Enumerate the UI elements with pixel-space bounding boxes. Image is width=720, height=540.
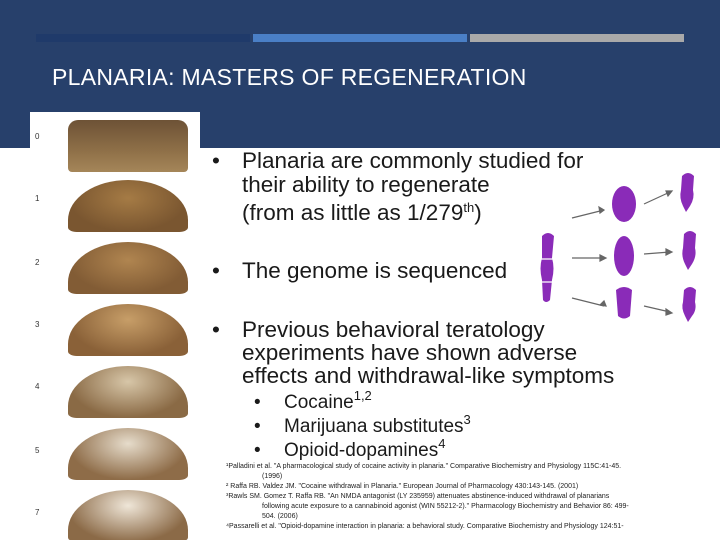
regenerated-worm-icon <box>680 173 694 212</box>
regenerated-worm-icon <box>682 231 696 270</box>
regenerating-tail-icon <box>616 287 632 319</box>
bullet-line: The genome is sequenced <box>242 258 508 283</box>
frame-label: 4 <box>35 382 40 391</box>
frame-0: 0 <box>30 114 200 176</box>
fraction-close: ) <box>474 200 482 225</box>
regeneration-image-strip: 0 1 2 3 4 5 7 <box>30 112 200 540</box>
frame-label: 5 <box>35 446 40 455</box>
reference-3-cont: following acute exposure to a cannabinoi… <box>262 503 629 510</box>
frame-label: 1 <box>35 194 40 203</box>
reference-1-cont: (1996) <box>262 473 283 480</box>
bullet-line: effects and withdrawal-like symptoms <box>242 363 615 388</box>
planarian-cut-icon <box>540 233 554 302</box>
regenerating-trunk-icon <box>614 236 634 276</box>
frame-7: 7 <box>30 486 200 540</box>
frame-5: 5 <box>30 424 200 486</box>
citation-superscript: 4 <box>438 436 446 451</box>
bullet-line: their ability to regenerate <box>242 172 490 197</box>
accent-bar-blue <box>253 34 467 42</box>
sub-bullet-label: Marijuana substitutes <box>284 416 464 437</box>
bullet-line: Previous behavioral teratology <box>242 317 545 342</box>
bullet-line-fraction: (from as little as 1/279th) <box>242 200 482 225</box>
bullet-marker: • <box>212 148 220 173</box>
bullet-marker: • <box>254 440 261 461</box>
citation-superscript: 1,2 <box>353 388 372 403</box>
sub-bullet-label: Opioid-dopamines <box>284 440 439 461</box>
regenerating-head-icon <box>612 186 636 222</box>
reference-3-cont: 504. (2006) <box>262 513 298 520</box>
frame-label: 0 <box>35 132 40 141</box>
planarian-photo <box>68 180 188 232</box>
reference-4: ⁴Passarelli et al. "Opioid-dopamine inte… <box>226 523 624 530</box>
bullet-marker: • <box>212 258 220 283</box>
slide-title: PLANARIA: MASTERS OF REGENERATION <box>52 64 527 90</box>
sub-bullet-text: Cocaine1,2 <box>284 389 372 414</box>
frame-1: 1 <box>30 176 200 238</box>
bullet-marker: • <box>254 392 261 413</box>
reference-3: ³Rawls SM. Gomez T. Raffa RB. "An NMDA a… <box>226 493 610 500</box>
sub-bullet-text: Opioid-dopamines4 <box>284 437 445 462</box>
planarian-photo <box>68 242 188 294</box>
fraction-text: (from as little as 1/279 <box>242 200 464 225</box>
planarian-photo <box>68 490 188 540</box>
bullet-marker: • <box>254 416 261 437</box>
regeneration-diagram <box>540 173 696 322</box>
planarian-photo <box>68 428 188 480</box>
planarian-photo <box>68 304 188 356</box>
bullet-marker: • <box>212 317 220 342</box>
frame-label: 7 <box>35 508 40 517</box>
planarian-photo <box>68 366 188 418</box>
frame-3: 3 <box>30 300 200 362</box>
frame-label: 3 <box>35 320 40 329</box>
accent-bar-gray <box>470 34 684 42</box>
fraction-superscript: th <box>463 200 475 215</box>
bullet-line: Planaria are commonly studied for <box>242 148 584 173</box>
sub-bullet-text: Marijuana substitutes3 <box>284 413 471 438</box>
citation-superscript: 3 <box>463 412 471 427</box>
frame-4: 4 <box>30 362 200 424</box>
planarian-photo <box>68 120 188 172</box>
sub-bullet-label: Cocaine <box>284 392 354 413</box>
references: ¹Palladini et al. "A pharmacological stu… <box>226 462 706 532</box>
frame-label: 2 <box>35 258 40 267</box>
frame-2: 2 <box>30 238 200 300</box>
reference-1: ¹Palladini et al. "A pharmacological stu… <box>226 463 622 470</box>
reference-2: ² Raffa RB. Valdez JM. "Cocaine withdraw… <box>226 483 579 490</box>
bullet-line: experiments have shown adverse <box>242 340 578 365</box>
regenerated-worm-icon <box>682 287 696 322</box>
accent-bar-dark <box>36 34 250 42</box>
